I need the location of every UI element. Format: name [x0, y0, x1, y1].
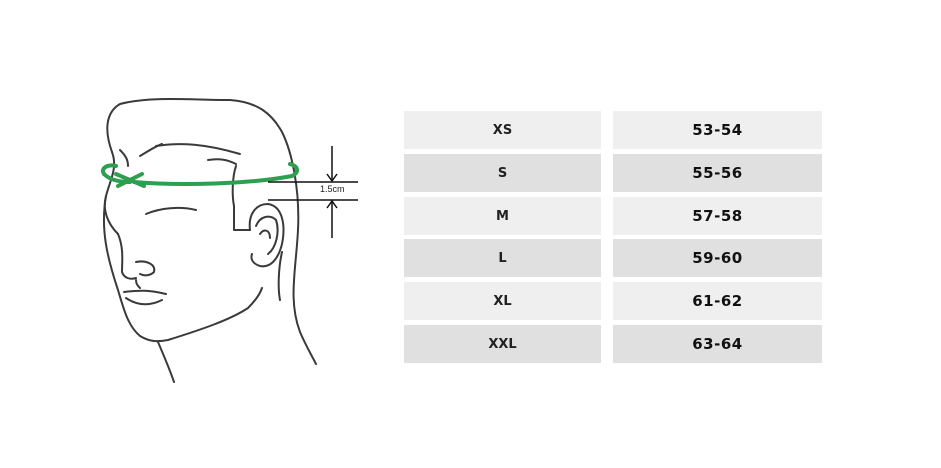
range-cell: 63-64 [613, 325, 822, 363]
range-cell: 53-54 [613, 111, 822, 149]
range-cell: 59-60 [613, 239, 822, 277]
size-cell: L [404, 239, 601, 277]
size-cell: S [404, 154, 601, 192]
head-measurement-illustration: 1.5cm [0, 0, 400, 464]
table-row: XXL 63-64 [404, 325, 822, 363]
table-row: M 57-58 [404, 197, 822, 235]
range-cell: 55-56 [613, 154, 822, 192]
size-cell: M [404, 197, 601, 235]
size-cell: XXL [404, 325, 601, 363]
range-cell: 61-62 [613, 282, 822, 320]
table-row: XS 53-54 [404, 111, 822, 149]
head-outline-icon [101, 98, 358, 383]
measurement-label: 1.5cm [320, 184, 345, 194]
size-cell: XS [404, 111, 601, 149]
table-row: S 55-56 [404, 154, 822, 192]
size-cell: XL [404, 282, 601, 320]
table-row: XL 61-62 [404, 282, 822, 320]
range-cell: 57-58 [613, 197, 822, 235]
table-row: L 59-60 [404, 239, 822, 277]
